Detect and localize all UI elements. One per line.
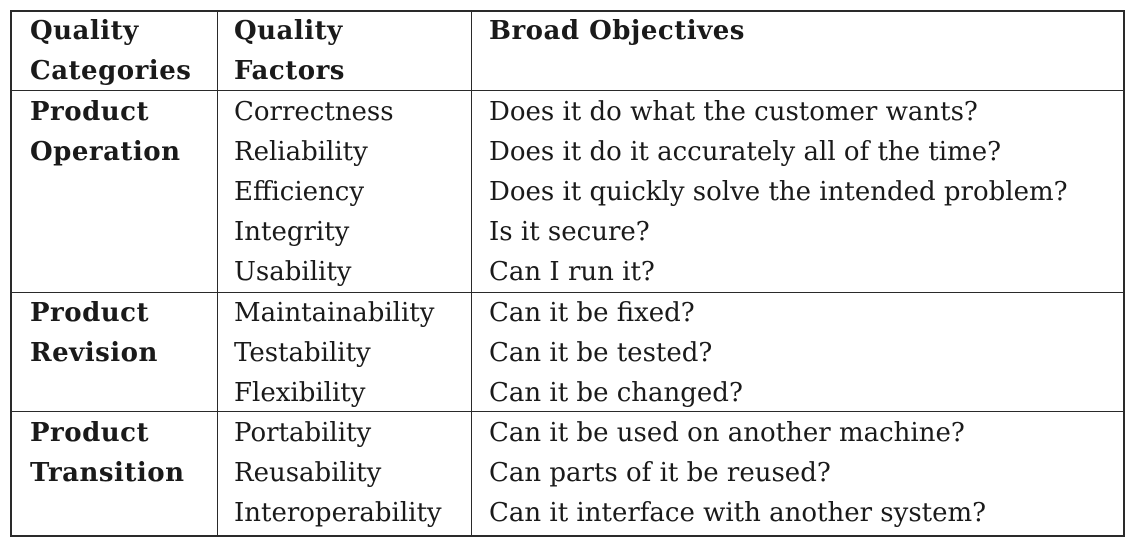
- factors-product-transition: Portability Reusability Interoperability: [234, 413, 442, 533]
- factor-cell: Integrity: [234, 217, 350, 247]
- factor-cell: Portability: [234, 418, 372, 448]
- objective-cell: Can it be changed?: [489, 378, 743, 408]
- objectives-product-revision: Can it be fixed? Can it be tested? Can i…: [489, 293, 743, 413]
- factor-cell: Correctness: [234, 97, 394, 127]
- header-factor-line: Quality: [234, 16, 343, 46]
- category-line: Revision: [30, 338, 158, 368]
- objective-cell: Can it be tested?: [489, 338, 713, 368]
- factor-cell: Reliability: [234, 137, 368, 167]
- group-divider-1: [12, 292, 1123, 293]
- objective-cell: Can parts of it be reused?: [489, 458, 831, 488]
- objectives-product-operation: Does it do what the customer wants? Does…: [489, 92, 1068, 292]
- group-divider-2: [12, 411, 1123, 412]
- category-line: Product: [30, 97, 150, 127]
- header-objective-line: Broad Objectives: [489, 16, 745, 46]
- column-divider-2: [471, 12, 472, 535]
- category-line: Product: [30, 298, 150, 328]
- factor-cell: Maintainability: [234, 298, 435, 328]
- objective-cell: Can it interface with another system?: [489, 498, 987, 528]
- objectives-product-transition: Can it be used on another machine? Can p…: [489, 413, 986, 533]
- factor-cell: Reusability: [234, 458, 382, 488]
- objective-cell: Can it be fixed?: [489, 298, 695, 328]
- category-product-revision: Product Revision: [30, 293, 158, 373]
- factor-cell: Flexibility: [234, 378, 366, 408]
- header-factor: Quality Factors: [234, 11, 345, 91]
- objective-cell: Does it quickly solve the intended probl…: [489, 177, 1068, 207]
- factor-cell: Testability: [234, 338, 371, 368]
- header-category-line: Quality: [30, 16, 139, 46]
- factors-product-revision: Maintainability Testability Flexibility: [234, 293, 434, 413]
- category-line: Operation: [30, 137, 181, 167]
- category-line: Transition: [30, 458, 185, 488]
- objective-cell: Does it do what the customer wants?: [489, 97, 978, 127]
- header-category-line: Categories: [30, 56, 192, 86]
- objective-cell: Is it secure?: [489, 217, 650, 247]
- header-category: Quality Categories: [30, 11, 191, 91]
- category-product-operation: Product Operation: [30, 92, 181, 172]
- factors-product-operation: Correctness Reliability Efficiency Integ…: [234, 92, 394, 292]
- column-divider-1: [217, 12, 218, 535]
- factor-cell: Interoperability: [234, 498, 442, 528]
- category-product-transition: Product Transition: [30, 413, 185, 493]
- factor-cell: Efficiency: [234, 177, 365, 207]
- objective-cell: Can it be used on another machine?: [489, 418, 965, 448]
- header-divider: [12, 90, 1123, 91]
- category-line: Product: [30, 418, 150, 448]
- quality-factors-table: Quality Categories Quality Factors Broad…: [10, 10, 1125, 537]
- objective-cell: Can I run it?: [489, 257, 655, 287]
- header-factor-line: Factors: [234, 56, 345, 86]
- factor-cell: Usability: [234, 257, 352, 287]
- header-objective: Broad Objectives: [489, 11, 745, 51]
- objective-cell: Does it do it accurately all of the time…: [489, 137, 1002, 167]
